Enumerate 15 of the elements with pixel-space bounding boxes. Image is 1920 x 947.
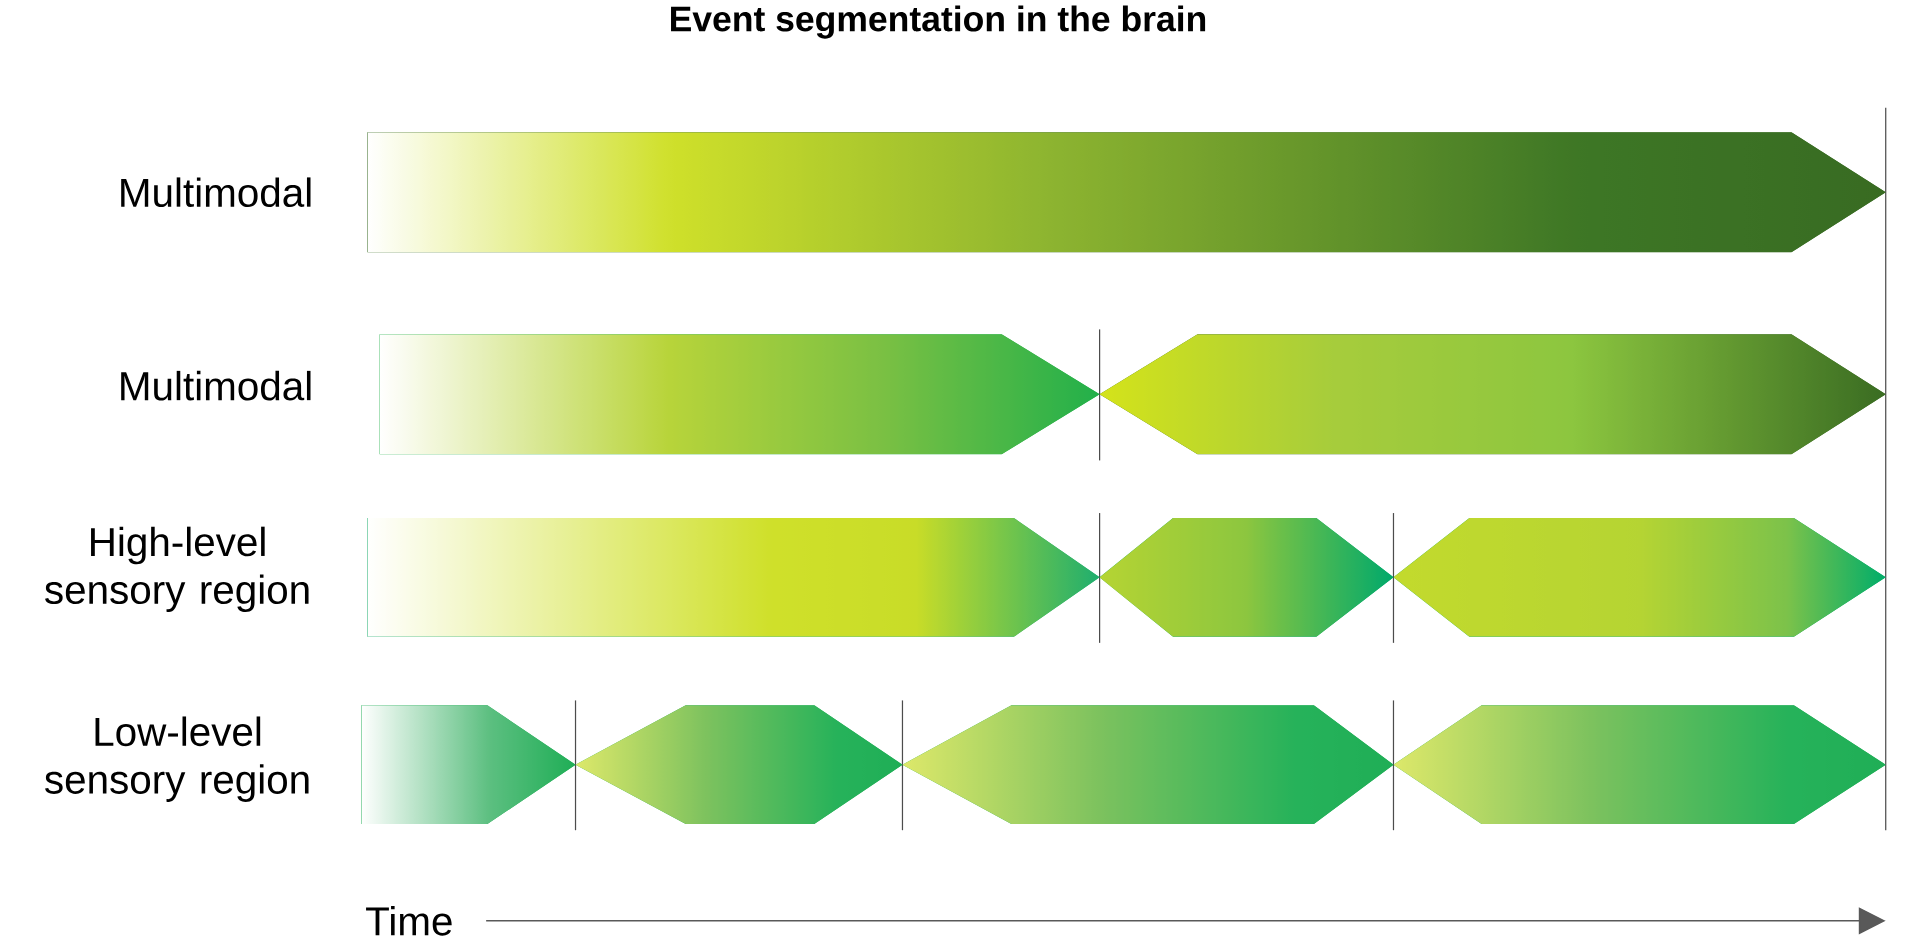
event-segment <box>1393 705 1886 825</box>
event-segment <box>379 334 1100 455</box>
event-segment <box>1393 518 1886 637</box>
axis-label: Time <box>366 906 452 936</box>
event-segment <box>1099 334 1886 455</box>
row-label: High-level sensory region <box>45 526 309 613</box>
title: Event segmentation in the brain <box>671 5 1206 39</box>
event-segment <box>575 705 903 825</box>
row-label: Multimodal <box>121 177 311 208</box>
row-label: Low-level sensory region <box>45 716 309 803</box>
event-segment <box>367 132 1886 253</box>
event-segment <box>361 705 576 825</box>
event-segment <box>902 705 1394 825</box>
event-segment <box>1099 518 1394 637</box>
row-label: Multimodal <box>121 371 311 401</box>
